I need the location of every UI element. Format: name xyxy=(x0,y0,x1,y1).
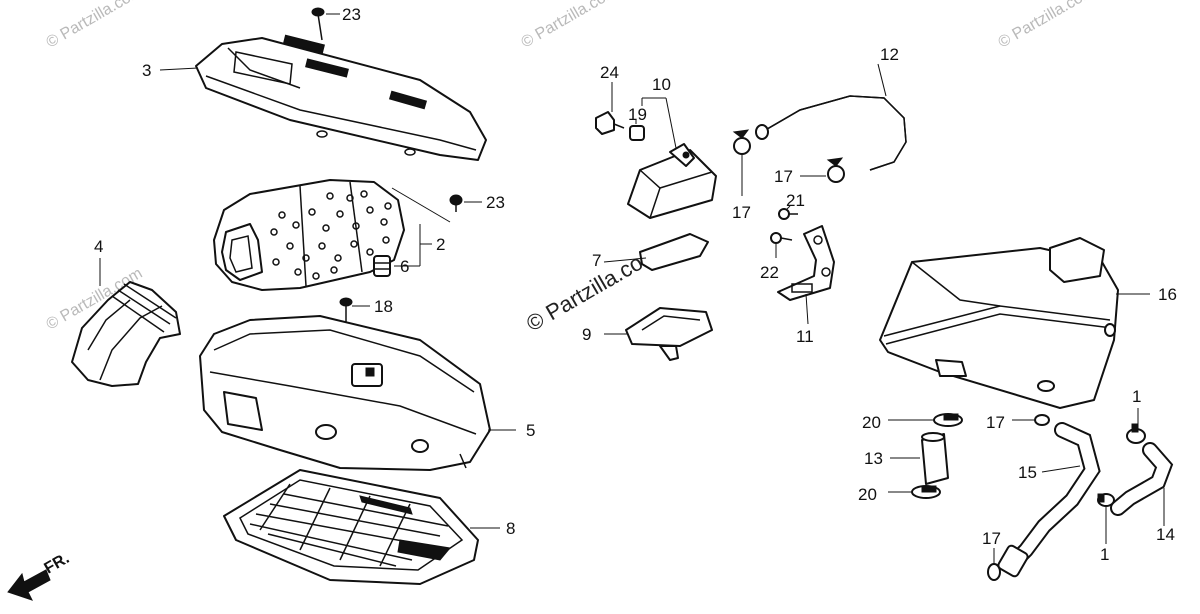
callout-11: 11 xyxy=(796,327,814,346)
part-11-bracket xyxy=(777,225,835,301)
callout-13: 13 xyxy=(864,449,883,468)
callout-12: 12 xyxy=(880,45,899,64)
callout-3: 3 xyxy=(142,61,151,80)
callout-4: 4 xyxy=(94,237,103,256)
callout-1-upper: 1 xyxy=(1132,387,1141,406)
part-17-clip-b xyxy=(826,157,845,183)
callout-2: 2 xyxy=(436,235,445,254)
callout-20-top: 20 xyxy=(862,413,881,432)
callout-6: 6 xyxy=(400,257,409,276)
callout-21: 21 xyxy=(786,191,805,210)
callout-10: 10 xyxy=(652,75,671,94)
callout-23-top: 23 xyxy=(342,5,361,24)
callout-18: 18 xyxy=(374,297,393,316)
part-22-screw xyxy=(770,232,793,244)
front-direction-arrow: FR. xyxy=(7,550,72,601)
callout-numbers: 23 3 23 2 6 4 18 5 8 24 10 19 12 17 17 2… xyxy=(94,5,1177,564)
watermark-top-left: © Partzilla.com xyxy=(44,0,146,51)
part-18-bolt xyxy=(339,297,353,324)
watermark-top-right: © Partzilla.com xyxy=(996,0,1098,51)
part-8-intake-screen xyxy=(223,469,479,585)
callout-5: 5 xyxy=(526,421,535,440)
part-3-cleaner-cover xyxy=(195,34,487,161)
part-5-cleaner-case xyxy=(199,315,491,471)
callout-24: 24 xyxy=(600,63,619,82)
part-21-screw xyxy=(778,208,798,220)
part-17-clip-c xyxy=(1034,414,1050,426)
part-15-hose xyxy=(997,422,1101,578)
part-7-gasket xyxy=(639,233,709,271)
part-24-bolt xyxy=(595,111,625,135)
callout-22: 22 xyxy=(760,263,779,282)
callout-15: 15 xyxy=(1018,463,1037,482)
part-9-breather-cover xyxy=(625,307,713,361)
part-4-air-duct xyxy=(71,281,181,387)
part-16-reservoir-tank xyxy=(879,237,1119,409)
callout-14: 14 xyxy=(1156,525,1175,544)
part-17-clip-a xyxy=(732,129,751,155)
callout-8: 8 xyxy=(506,519,515,538)
part-10-breather-housing xyxy=(627,143,717,219)
part-13-hose-piece xyxy=(921,432,949,485)
callout-17-center-left: 17 xyxy=(732,203,751,222)
element-mesh-dots xyxy=(270,190,392,280)
callout-1-lower: 1 xyxy=(1100,545,1109,564)
callout-23-mid: 23 xyxy=(486,193,505,212)
part-23-screw-top xyxy=(311,7,325,41)
part-20-clamp-bottom xyxy=(911,485,941,499)
leader-lines xyxy=(99,13,1165,564)
part-23-screw-mid xyxy=(449,194,463,212)
part-1-clamp-lower xyxy=(1097,493,1115,507)
callout-17-bottom: 17 xyxy=(982,529,1001,548)
part-19-collar xyxy=(629,125,645,141)
part-12-breather-hose xyxy=(755,95,907,171)
callout-20-bottom: 20 xyxy=(858,485,877,504)
part-1-clamp-upper xyxy=(1126,423,1146,444)
callout-17-center-right: 17 xyxy=(774,167,793,186)
callout-19: 19 xyxy=(628,105,647,124)
part-20-clamp-top xyxy=(933,413,963,427)
part-14-hose xyxy=(1110,442,1174,516)
callout-16: 16 xyxy=(1158,285,1177,304)
watermark-top-center: © Partzilla.com xyxy=(519,0,621,51)
part-6-grommet xyxy=(373,255,391,277)
part-2-cleaner-element xyxy=(213,179,405,291)
callout-9: 9 xyxy=(582,325,591,344)
callout-7: 7 xyxy=(592,251,601,270)
callout-17-right: 17 xyxy=(986,413,1005,432)
